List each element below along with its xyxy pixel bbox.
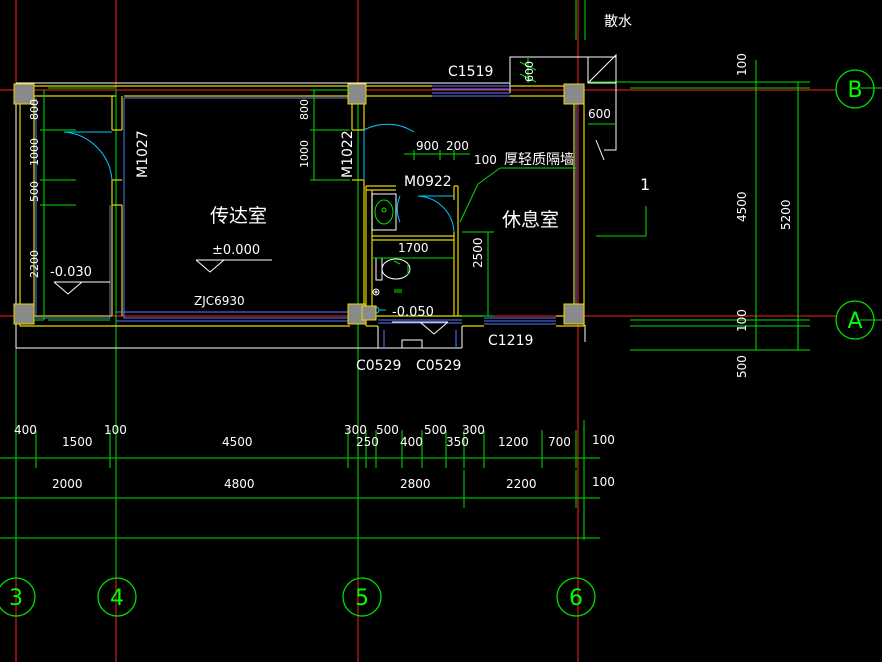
column bbox=[563, 303, 585, 325]
dim-text: 2200 bbox=[506, 477, 537, 491]
door-tag-m0922: M0922 bbox=[404, 174, 452, 190]
elevation-markers bbox=[53, 259, 449, 335]
column bbox=[347, 83, 367, 105]
toilet-bowl-icon bbox=[381, 258, 411, 280]
elevation-left: -0.030 bbox=[50, 265, 92, 280]
floor-drain-icon bbox=[372, 288, 380, 296]
elevation-toilet: -0.050 bbox=[392, 305, 434, 320]
bottom-dimension-row1: 400 1500 100 4500 300 250 500 400 500 35… bbox=[14, 423, 615, 449]
dim-text: 4800 bbox=[224, 477, 255, 491]
dim-text: 1700 bbox=[398, 241, 429, 255]
dim-text: 700 bbox=[548, 435, 571, 449]
dim-text: 300 bbox=[344, 423, 367, 437]
dim-text: 1500 bbox=[62, 435, 93, 449]
dim-text: 100 bbox=[735, 309, 749, 332]
section-marker-label: 1 bbox=[640, 175, 650, 194]
axis-bubbles bbox=[0, 69, 875, 617]
door-tag-m1027: M1027 bbox=[135, 130, 151, 178]
right-dimension-texts: 100 4500 5200 100 500 bbox=[735, 53, 793, 378]
elevation-texts: ±0.000 -0.030 -0.050 bbox=[50, 243, 434, 320]
axis-bubble-6 bbox=[556, 577, 596, 617]
toilet-fixtures bbox=[371, 193, 411, 314]
dim-text: 2800 bbox=[400, 477, 431, 491]
column bbox=[361, 305, 377, 321]
window-tag-c0529-right: C0529 bbox=[416, 358, 461, 374]
dim-text: 1000 bbox=[28, 138, 41, 166]
room-name-rest: 休息室 bbox=[502, 209, 559, 231]
dim-text: 350 bbox=[446, 435, 469, 449]
inner-dimension-lines bbox=[40, 57, 647, 320]
column bbox=[13, 83, 35, 105]
axis-label-a: A bbox=[847, 309, 862, 334]
dim-text: 100 bbox=[104, 423, 127, 437]
opening-tags: M1027 M1022 M0922 C1519 C1219 C0529 C052… bbox=[135, 64, 533, 374]
dim-text: 800 bbox=[28, 99, 41, 120]
window-tag-c1219: C1219 bbox=[488, 333, 533, 349]
right-dimension-lines bbox=[750, 60, 804, 351]
dim-text: 100 bbox=[735, 53, 749, 76]
washbasin-bowl-icon bbox=[374, 199, 394, 225]
interior-finish bbox=[35, 85, 577, 349]
axis-bubble-5 bbox=[342, 577, 382, 617]
axis-labels: 3 4 5 6 B A bbox=[9, 78, 863, 611]
dim-text: 100 bbox=[592, 475, 615, 489]
partition-label: 厚轻质隔墙 bbox=[504, 152, 574, 168]
dim-text: 500 bbox=[735, 355, 749, 378]
bottom-dimension-row2: 2000 4800 2800 2200 100 bbox=[52, 475, 615, 491]
dim-text: 2000 bbox=[52, 477, 83, 491]
dim-text: 5200 bbox=[779, 199, 793, 230]
axis-bubble-3 bbox=[0, 577, 36, 617]
axis-bubble-4 bbox=[97, 577, 137, 617]
dim-text: 400 bbox=[14, 423, 37, 437]
room-name-reception: 传达室 bbox=[210, 205, 267, 227]
column bbox=[13, 303, 35, 325]
axis-grid-lines bbox=[0, 0, 836, 662]
door-tag-m1022: M1022 bbox=[340, 130, 356, 178]
elevation-main: ±0.000 bbox=[212, 243, 260, 258]
axis-bubble-a bbox=[835, 300, 875, 340]
columns bbox=[13, 83, 585, 325]
dim-text: 800 bbox=[298, 99, 311, 120]
dim-text: 200 bbox=[446, 139, 469, 153]
door-swings bbox=[63, 123, 455, 233]
room-labels: 传达室 休息室 散水 厚轻质隔墙 100 1 bbox=[210, 14, 650, 231]
window-tag-c0529-left: C0529 bbox=[356, 358, 401, 374]
building-outline bbox=[15, 53, 617, 349]
dim-text: 500 bbox=[28, 181, 41, 202]
dim-text: 600 bbox=[588, 107, 611, 121]
dim-text: 500 bbox=[376, 423, 399, 437]
toilet-tank-icon bbox=[375, 257, 383, 281]
column bbox=[563, 83, 585, 105]
window-tag-zjc6930: ZJC6930 bbox=[194, 294, 245, 308]
dim-text: 900 bbox=[416, 139, 439, 153]
dim-text: 1000 bbox=[298, 140, 311, 168]
dim-text: 4500 bbox=[735, 191, 749, 222]
dim-text: 100 bbox=[592, 433, 615, 447]
inner-dimension-texts: 800 1000 500 2200 800 1000 900 200 1700 … bbox=[28, 61, 611, 278]
dim-text: 300 bbox=[462, 423, 485, 437]
partition-thickness-label: 100 bbox=[474, 153, 497, 167]
axis-label-b: B bbox=[847, 78, 862, 103]
dim-text: 400 bbox=[400, 435, 423, 449]
extension-lines bbox=[15, 0, 882, 578]
dim-text: 2200 bbox=[28, 250, 41, 278]
washbasin-icon bbox=[371, 193, 397, 231]
axis-label-5: 5 bbox=[355, 586, 369, 611]
axis-label-3: 3 bbox=[9, 586, 23, 611]
dim-text: 1200 bbox=[498, 435, 529, 449]
axis-label-4: 4 bbox=[110, 586, 124, 611]
dim-text: 250 bbox=[356, 435, 379, 449]
axis-label-6: 6 bbox=[569, 586, 583, 611]
dim-text: 4500 bbox=[222, 435, 253, 449]
dim-text: 600 bbox=[523, 61, 536, 82]
window-tag-c1519: C1519 bbox=[448, 64, 493, 80]
bottom-dimension-lines bbox=[0, 430, 600, 539]
dim-text: 500 bbox=[424, 423, 447, 437]
walls bbox=[19, 85, 585, 327]
drainage-label: 散水 bbox=[604, 14, 632, 30]
axis-bubble-b bbox=[835, 69, 875, 109]
dim-text: 2500 bbox=[471, 237, 485, 268]
